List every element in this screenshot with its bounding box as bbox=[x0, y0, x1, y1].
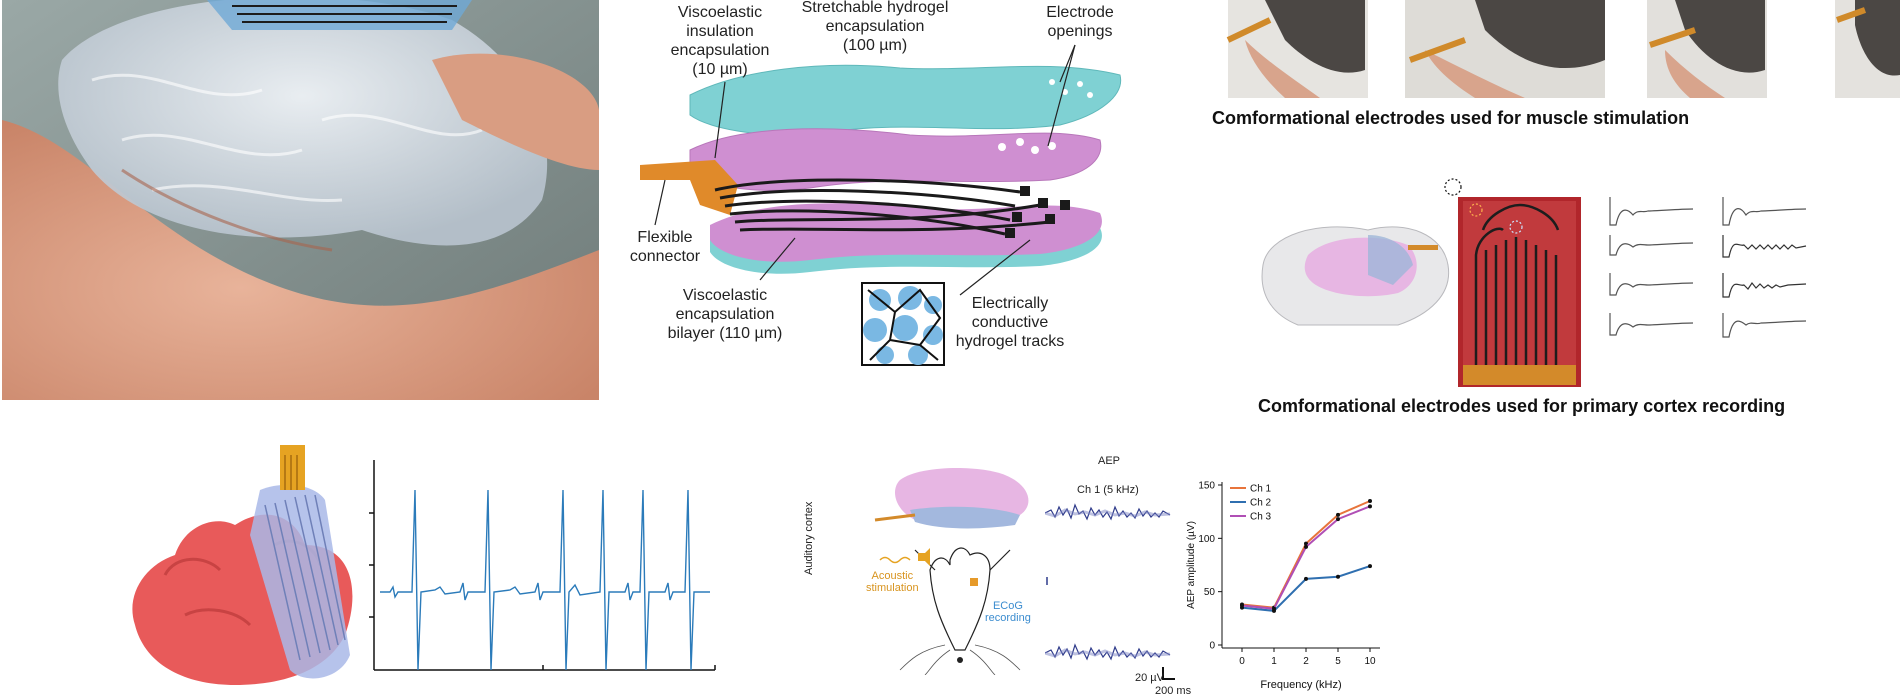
y-tick-label: 150 bbox=[1198, 481, 1215, 492]
photo-hand-brain bbox=[2, 0, 599, 400]
insulation-label: Viscoelastic insulation encapsulation (1… bbox=[670, 4, 770, 78]
tracks-label: Electrically conductive hydrogel tracks bbox=[955, 295, 1065, 350]
y-tick-label: 0 bbox=[1209, 641, 1215, 652]
y-tick-label: 100 bbox=[1198, 534, 1215, 545]
data-point bbox=[1336, 512, 1340, 517]
ecg-trace bbox=[365, 455, 720, 680]
y-axis-label: AEP amplitude (µV) bbox=[1186, 521, 1197, 609]
ecog-label: ECoG recording bbox=[985, 600, 1031, 624]
x-tick-label: 2 bbox=[1303, 656, 1309, 667]
aep-title: AEP bbox=[1098, 455, 1121, 467]
muscle-photos bbox=[1225, 0, 1900, 100]
data-point bbox=[1336, 574, 1340, 579]
muscle-caption: Comformational electrodes used for muscl… bbox=[1212, 108, 1690, 128]
x-tick-label: 1 bbox=[1271, 656, 1277, 667]
bilayer-label: Viscoelastic encapsulation bilayer (110 … bbox=[667, 287, 783, 342]
ecg-signal bbox=[380, 489, 710, 671]
y-tick-label: 50 bbox=[1204, 587, 1216, 598]
x-tick-label: 10 bbox=[1364, 656, 1376, 667]
scale-ms: 200 ms bbox=[1155, 685, 1192, 697]
x-axis-label: Frequency (kHz) bbox=[1260, 679, 1341, 691]
cortex-recording-panel bbox=[1258, 175, 1818, 390]
data-point bbox=[1336, 517, 1340, 522]
connector-label: Flexible connector bbox=[629, 229, 701, 265]
data-point bbox=[1304, 576, 1308, 581]
data-point bbox=[1368, 499, 1372, 503]
layer-stack-diagram bbox=[620, 0, 1140, 380]
aep-traces bbox=[1044, 495, 1175, 695]
acoustic-stim-label: Acoustic stimulation bbox=[866, 570, 919, 594]
data-point bbox=[1304, 544, 1308, 549]
flexible-connector bbox=[640, 160, 738, 215]
heart-render bbox=[125, 445, 365, 695]
series-line bbox=[1241, 565, 1371, 612]
legend-label: Ch 3 bbox=[1250, 512, 1272, 523]
hydrogel-label: Stretchable hydrogel encapsulation (100 … bbox=[801, 0, 949, 54]
data-point bbox=[1240, 603, 1244, 608]
data-point bbox=[1368, 504, 1372, 509]
scale-uv: 20 µV bbox=[1135, 672, 1164, 684]
legend-label: Ch 2 bbox=[1250, 498, 1272, 509]
insulation-encapsulation-layer bbox=[689, 128, 1102, 191]
data-point bbox=[1272, 606, 1276, 611]
cortex-caption: Comformational electrodes used for prima… bbox=[1258, 396, 1786, 416]
openings-label: Electrode openings bbox=[1046, 4, 1114, 40]
x-tick-label: 0 bbox=[1239, 656, 1245, 667]
legend-label: Ch 1 bbox=[1250, 484, 1272, 495]
data-point bbox=[1368, 564, 1372, 569]
heart-connector bbox=[280, 445, 305, 490]
x-tick-label: 5 bbox=[1335, 656, 1341, 667]
aep-schematic bbox=[840, 460, 1040, 676]
data-point bbox=[1304, 541, 1308, 546]
aep-trace-label: Ch 1 (5 kHz) bbox=[1077, 484, 1139, 496]
aep-vertical-label: Auditory cortex bbox=[803, 501, 815, 575]
